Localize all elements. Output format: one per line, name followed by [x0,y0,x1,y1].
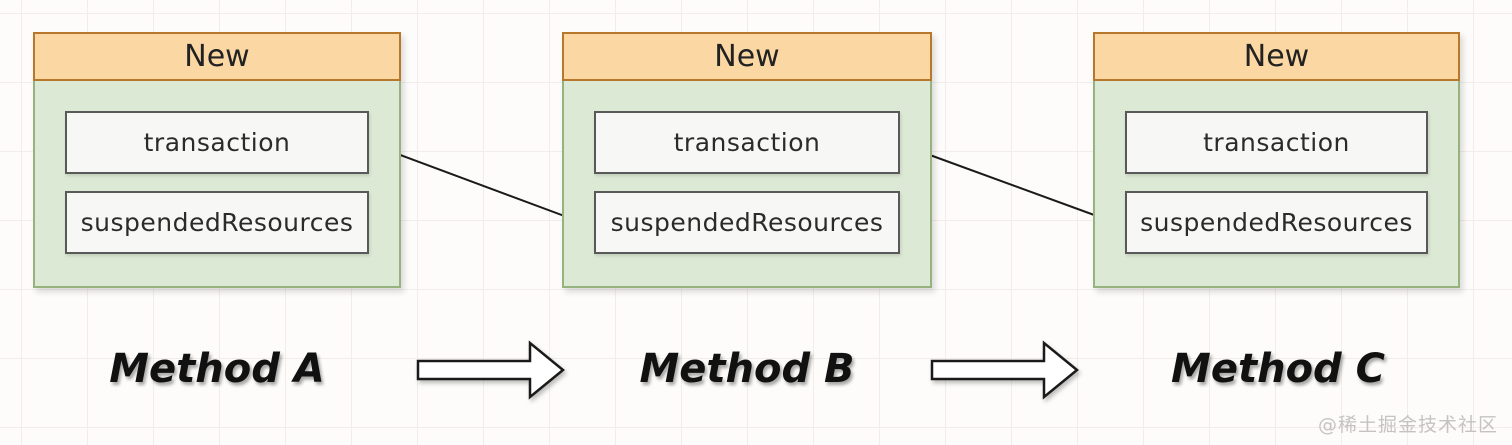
entity-header: New [1093,32,1460,81]
field-suspended-resources: suspendedResources [65,191,369,254]
entity-box-method-a: New transaction suspendedResources [33,32,401,288]
flow-arrow-b-to-c [930,340,1079,400]
entity-box-method-c: New transaction suspendedResources [1093,32,1460,288]
entity-header: New [33,32,401,81]
field-suspended-resources: suspendedResources [1125,191,1428,254]
entity-title: New [184,39,250,74]
field-transaction: transaction [1125,111,1428,174]
entity-title: New [714,39,780,74]
method-c-label: Method C [1171,346,1385,392]
entity-body: transaction suspendedResources [1093,81,1460,288]
entity-body: transaction suspendedResources [562,81,932,288]
watermark: @稀土掘金技术社区 [1317,414,1498,436]
method-b-label: Method B [639,346,855,392]
entity-box-method-b: New transaction suspendedResources [562,32,932,288]
field-transaction: transaction [65,111,369,174]
method-a-label: Method A [109,346,325,392]
entity-body: transaction suspendedResources [33,81,401,288]
field-transaction: transaction [594,111,900,174]
entity-header: New [562,32,932,81]
entity-title: New [1243,39,1310,74]
flow-arrow-a-to-b [416,340,565,400]
field-suspended-resources: suspendedResources [594,191,900,254]
